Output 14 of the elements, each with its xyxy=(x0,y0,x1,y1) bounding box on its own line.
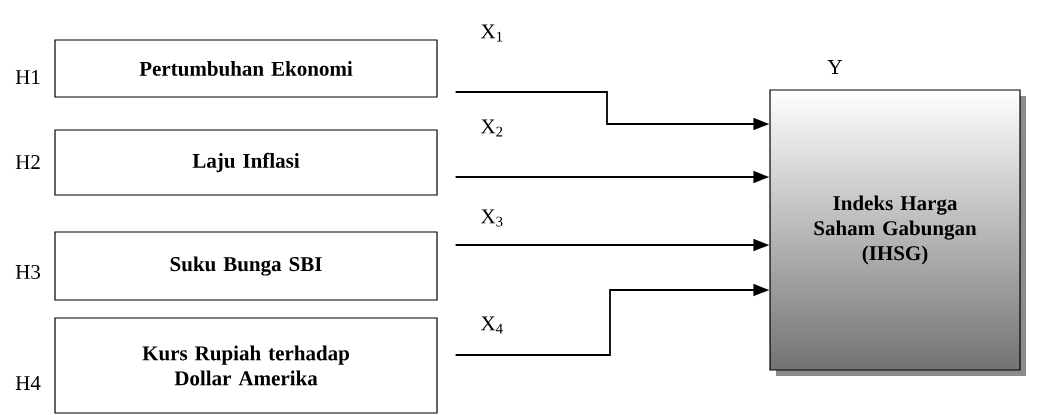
factor-box: Laju Inflasi xyxy=(54,129,438,196)
edge-label: X$_{3}$ xyxy=(480,209,503,227)
factor-box: Suku Bunga SBI xyxy=(54,231,438,301)
hypothesis-label: H2 xyxy=(15,155,40,169)
edge-label: X$_{2}$ xyxy=(480,119,503,137)
hypothesis-label: H1 xyxy=(15,70,40,84)
factor-box: Pertumbuhan Ekonomi xyxy=(54,39,438,98)
outcome-label: Y xyxy=(827,60,843,74)
edge-label: X$_{4}$ xyxy=(480,316,503,334)
edge-label: X$_{1}$ xyxy=(480,24,503,42)
factor-box: Kurs Rupiah terhadap Dollar Amerika xyxy=(54,317,438,414)
hypothesis-label: H3 xyxy=(15,264,40,280)
outcome-box: Indeks Harga Saham Gabungan (IHSG) xyxy=(769,89,1026,376)
hypothesis-label: H4 xyxy=(15,376,41,390)
